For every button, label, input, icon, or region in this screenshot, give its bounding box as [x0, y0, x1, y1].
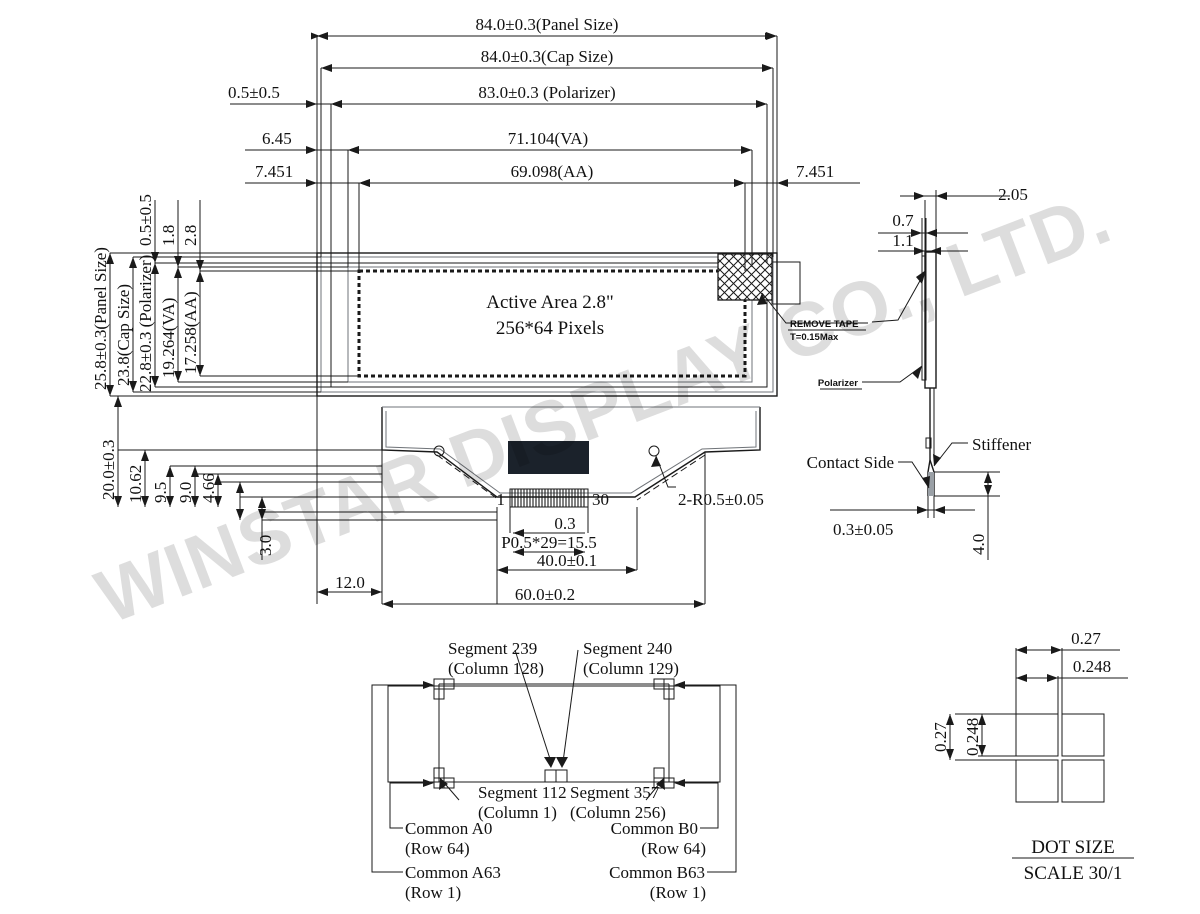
dim-stiffener-length: 4.0 — [969, 534, 988, 555]
dim-glass-thickness: 0.7 — [892, 211, 914, 230]
dim-total-thickness: 2.05 — [998, 185, 1028, 204]
segment-239-line2: (Column 128) — [448, 659, 544, 678]
dim-cap-size: 84.0±0.3(Cap Size) — [481, 47, 614, 66]
segment-240-line1: Segment 240 — [583, 639, 672, 658]
common-a0-line2: (Row 64) — [405, 839, 470, 858]
dim-tail-d3: 9.5 — [151, 482, 170, 503]
dim-va-offset-left: 6.45 — [262, 129, 292, 148]
dim-pad-width: 0.3 — [554, 514, 575, 533]
pin-number-last: 30 — [592, 490, 609, 509]
dim-dot-pitch-v: 0.27 — [931, 722, 950, 752]
segment-map — [371, 649, 737, 873]
dim-tail-d2: 10.62 — [126, 465, 145, 503]
common-b0-line2: (Row 64) — [641, 839, 706, 858]
dim-fpc-overall-width: 60.0±0.2 — [515, 585, 575, 604]
stiffener-callout: Stiffener — [972, 435, 1032, 454]
corner-radius-note: 2-R0.5±0.05 — [678, 490, 764, 509]
active-area-line2: 256*64 Pixels — [496, 318, 604, 339]
front-view-extension-lines — [110, 36, 778, 397]
front-view-outlines — [316, 252, 801, 397]
dim-fpc-body-width: 40.0±0.1 — [537, 551, 597, 570]
dim-polarizer-height: 22.8±0.3 (Polarizer) — [136, 255, 155, 392]
dim-dot-pitch-h: 0.27 — [1071, 629, 1101, 648]
segment-357-line1: Segment 357 — [570, 783, 660, 802]
dim-va-height: 19.264(VA) — [159, 298, 178, 378]
dim-dot-size-v: 0.248 — [963, 718, 982, 756]
fpc-left-dimension-lines — [114, 395, 497, 560]
common-b63-line1: Common B63 — [609, 863, 705, 882]
dim-tail-d5: 4.66 — [199, 473, 218, 503]
dim-va-offset-top: 1.8 — [159, 225, 178, 246]
dim-panel-height: 25.8±0.3(Panel Size) — [91, 247, 110, 390]
dim-polarizer-offset-top: 0.5±0.5 — [136, 194, 155, 246]
dim-panel-size: 84.0±0.3(Panel Size) — [476, 15, 619, 34]
fpc-bottom-dimension-lines — [316, 396, 706, 608]
dim-aa-offset-right: 7.451 — [796, 162, 834, 181]
fpc-tail — [381, 406, 761, 508]
dim-aa-height: 17.258(AA) — [181, 291, 200, 374]
contact-side-callout: Contact Side — [807, 453, 894, 472]
dot-size-scale: SCALE 30/1 — [1024, 863, 1123, 884]
remove-tape-leader — [757, 292, 868, 324]
dim-cap-height: 23.8(Cap Size) — [114, 284, 133, 386]
common-a63-line2: (Row 1) — [405, 883, 461, 902]
remove-tape-line1: REMOVE TAPE — [790, 319, 858, 330]
dim-stack-thickness: 1.1 — [892, 231, 913, 250]
common-b63-line2: (Row 1) — [650, 883, 706, 902]
polarizer-callout: Polarizer — [818, 378, 858, 389]
active-area-line1: Active Area 2.8" — [486, 292, 614, 313]
dim-polarizer-width: 83.0±0.3 (Polarizer) — [478, 83, 615, 102]
dim-pad-pitch-total: P0.5*29=15.5 — [501, 533, 597, 552]
dim-polarizer-offset-left: 0.5±0.5 — [228, 83, 280, 102]
dot-size-detail — [946, 646, 1134, 859]
segment-240-line2: (Column 129) — [583, 659, 679, 678]
dim-tail-d4: 9.0 — [176, 482, 195, 503]
top-dimension-lines — [230, 32, 860, 187]
segment-239-line1: Segment 239 — [448, 639, 537, 658]
remove-tape-line2: T=0.15Max — [790, 332, 839, 343]
dim-aa-offset-top: 2.8 — [181, 225, 200, 246]
pin-number-first: 1 — [497, 490, 506, 509]
common-a0-line1: Common A0 — [405, 819, 492, 838]
dim-fpc-thickness: 0.3±0.05 — [833, 520, 893, 539]
left-dimension-lines — [106, 200, 204, 396]
common-a63-line1: Common A63 — [405, 863, 501, 882]
segment-112-line1: Segment 112 — [478, 783, 567, 802]
dim-aa-width: 69.098(AA) — [511, 162, 594, 181]
segment-112-line2: (Column 1) — [478, 803, 557, 822]
segment-357-line2: (Column 256) — [570, 803, 666, 822]
dim-va-width: 71.104(VA) — [508, 129, 588, 148]
dim-dot-size-h: 0.248 — [1073, 657, 1111, 676]
dim-tail-total: 20.0±0.3 — [99, 440, 118, 500]
dim-fpc-offset: 12.0 — [335, 573, 365, 592]
dim-aa-offset-left: 7.451 — [255, 162, 293, 181]
common-b0-line1: Common B0 — [611, 819, 698, 838]
side-view — [830, 190, 1010, 560]
dot-size-title: DOT SIZE — [1031, 837, 1115, 858]
dim-tail-d6: 3.0 — [256, 535, 275, 556]
